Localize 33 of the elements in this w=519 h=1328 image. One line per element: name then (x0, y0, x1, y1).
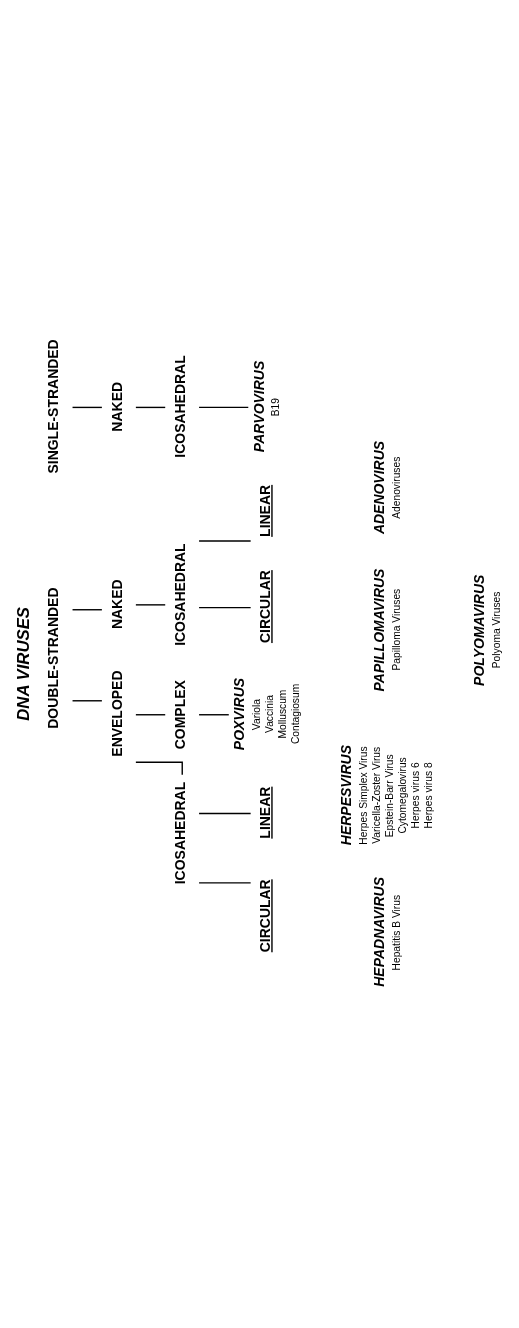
connector (197, 406, 249, 409)
connector (197, 882, 251, 884)
diagram-title: DNA VIRUSES (13, 606, 33, 721)
connector (197, 714, 229, 716)
node-text: ICOSAHEDRAL (171, 781, 188, 885)
node-text: NAKED (108, 381, 125, 432)
node-text: DOUBLE-STRANDED (44, 587, 61, 729)
connector (134, 406, 166, 409)
node-text: CIRCULAR (256, 879, 273, 953)
connector (134, 714, 166, 716)
connector (134, 604, 166, 606)
node-text: HEPADNAVIRUS Hepatitis B Virus (370, 877, 402, 987)
connector (71, 609, 103, 611)
node-text: POXVIRUS Variola Vaccinia Molluscum Contagiosum (230, 677, 301, 751)
node-text: PARVOVIRUS B19 (250, 360, 281, 453)
connector (71, 700, 103, 702)
node-text: CIRCULAR (256, 570, 273, 644)
node-text: ICOSAHEDRAL (171, 355, 188, 458)
node-text: POLYOMAVIRUS Polyoma Viruses (470, 574, 502, 686)
node-text: NAKED (108, 579, 125, 630)
node-text: ICOSAHEDRAL (171, 543, 188, 646)
connector (197, 812, 251, 815)
node-text: PAPILLOMAVIRUS Papilloma Viruses (370, 568, 402, 692)
node-text: LINEAR (256, 484, 273, 537)
node-text: HERPESVIRUS Herpes Simplex Virus Varicella-Zoster Virus Epstein-Barr Virus Cytomegalovirus Herpes virus 6 Herpes virus 8 (337, 745, 434, 846)
node-text: COMPLEX (171, 680, 188, 750)
node-text: ENVELOPED (108, 670, 125, 757)
node-text: LINEAR (256, 786, 273, 839)
connector (71, 406, 103, 409)
connector (197, 606, 251, 609)
node-text: ADENOVIRUS Adenoviruses (370, 440, 402, 535)
node-text: SINGLE-STRANDED (44, 339, 61, 474)
connector (197, 540, 251, 542)
